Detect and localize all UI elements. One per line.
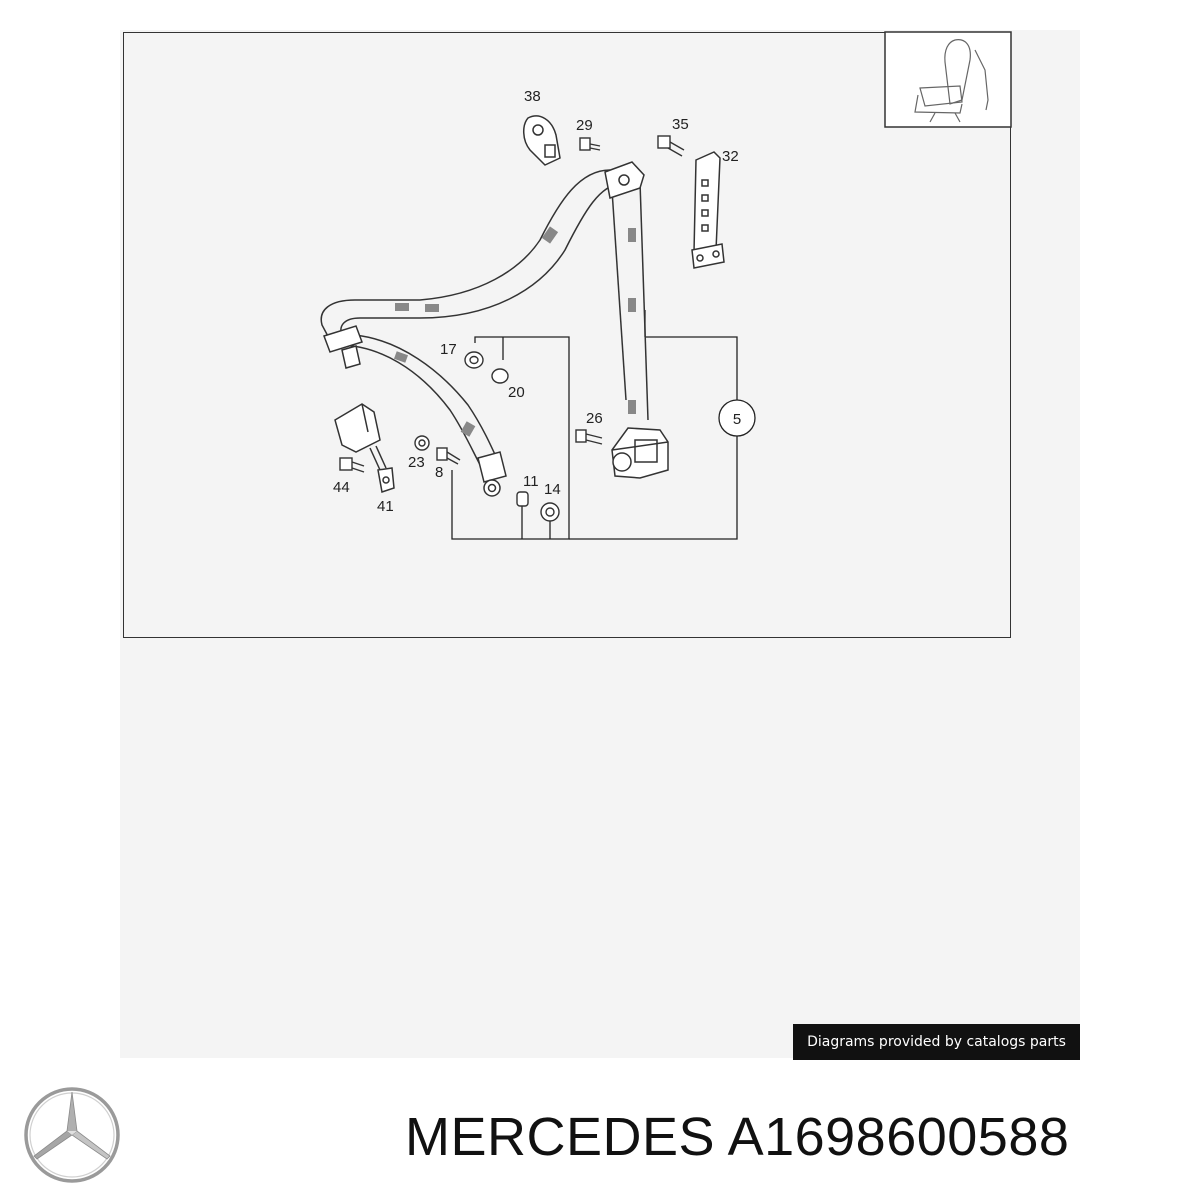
grommet-17 [464, 351, 484, 369]
callout-35: 35 [672, 116, 689, 133]
spacer-23 [414, 435, 430, 451]
callout-41: 41 [377, 498, 394, 515]
bolt-29 [579, 137, 601, 151]
callout-labels: 38 29 35 32 17 20 26 23 8 44 41 11 14 [333, 88, 739, 515]
mercedes-star-logo [24, 1087, 120, 1183]
callout-23: 23 [408, 454, 425, 471]
bushing-11 [516, 491, 529, 507]
buckle-41 [334, 403, 395, 493]
belt-end-fitting [477, 451, 507, 497]
callout-5-bubble: 5 [718, 399, 756, 437]
diagram-credit-badge: Diagrams provided by catalogs parts [793, 1024, 1080, 1060]
belt-guide-loop [604, 161, 645, 199]
callout-14: 14 [544, 481, 561, 498]
callout-8: 8 [435, 464, 443, 481]
callout-5: 5 [733, 411, 741, 428]
callout-32: 32 [722, 148, 739, 165]
bolt-44 [339, 457, 365, 473]
bolt-8 [436, 447, 461, 465]
callout-26: 26 [586, 410, 603, 427]
parts-diagram [123, 32, 1011, 638]
callout-38: 38 [524, 88, 541, 105]
belt-retractor [611, 427, 669, 479]
bolt-35 [657, 135, 685, 157]
webbing-texture [393, 226, 636, 437]
nut-14 [540, 502, 560, 522]
callout-17: 17 [440, 341, 457, 358]
callout-29: 29 [576, 117, 593, 134]
part-number-title: MERCEDES A1698600588 [405, 1107, 1070, 1167]
diagram-credit-text: Diagrams provided by catalogs parts [807, 1034, 1066, 1050]
shoulder-cover [523, 115, 561, 166]
callout-20: 20 [508, 384, 525, 401]
car-seat-icon [914, 39, 989, 123]
callout-11: 11 [523, 473, 539, 490]
seat-inset [884, 31, 1012, 128]
height-adjuster-rail [691, 151, 725, 269]
cap-20 [491, 368, 509, 384]
callout-44: 44 [333, 479, 350, 496]
belt-shoulder-guide [323, 325, 363, 369]
bolt-26 [575, 429, 603, 445]
seat-belt-webbing [320, 169, 649, 481]
